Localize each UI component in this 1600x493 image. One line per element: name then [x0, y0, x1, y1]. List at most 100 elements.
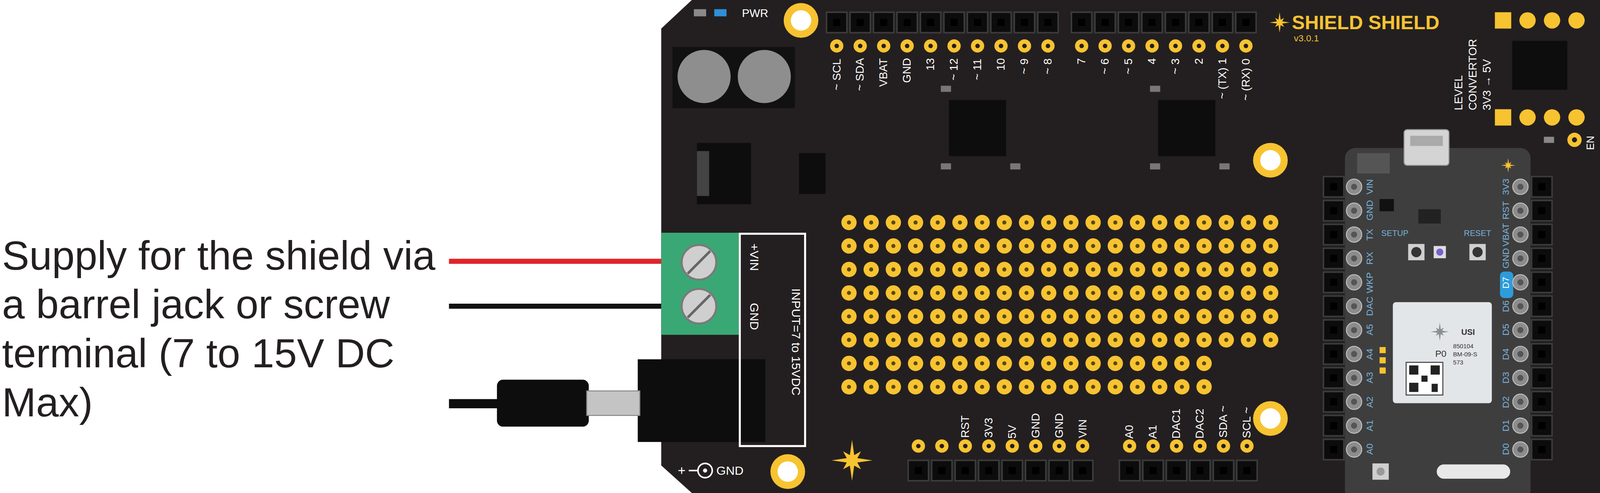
proto-pad [996, 214, 1013, 231]
input-label: GND [748, 302, 761, 330]
socket-hole [1330, 230, 1338, 239]
pad-hole [1202, 337, 1207, 342]
pad-hole [869, 384, 874, 389]
proto-pad [841, 261, 857, 278]
header-socket [1189, 459, 1210, 480]
proto-pad [907, 261, 924, 278]
proto-pad [996, 331, 1013, 348]
capacitor-base [672, 46, 795, 109]
pin-label: ~ 5 [1122, 58, 1135, 75]
proto-pad [1218, 261, 1234, 278]
pad-hole [869, 360, 874, 365]
proto-pad [1218, 331, 1234, 348]
photon-pin [1512, 441, 1529, 457]
photon-pin-label: A5 [1365, 324, 1376, 336]
pin-hole [1517, 422, 1524, 429]
proto-pad [1107, 331, 1124, 348]
pin-label: SCL ~ [1241, 406, 1253, 438]
photon-pin [1512, 250, 1529, 267]
proto-pad [1063, 355, 1079, 371]
header-pad [1145, 39, 1159, 53]
proto-pad [1196, 308, 1212, 325]
pad-hole [916, 443, 921, 448]
photon-pin [1346, 345, 1362, 362]
particle-star [1269, 12, 1290, 33]
qr-code [1409, 364, 1419, 375]
mounting-hole-center [790, 10, 811, 31]
converter-pad [1543, 108, 1560, 126]
pad-hole [846, 313, 852, 318]
socket-hole [1243, 466, 1251, 474]
proto-pad [1129, 261, 1146, 278]
pad-hole [1033, 443, 1038, 448]
pad-hole [913, 360, 918, 365]
pad-hole [957, 313, 963, 318]
proto-pad [930, 238, 946, 254]
pad-hole [1135, 243, 1140, 248]
pin-label: ~ 6 [1099, 58, 1111, 75]
header-socket [1119, 459, 1140, 480]
pad-hole [1024, 220, 1029, 225]
mounting-hole [1252, 400, 1288, 436]
socket-hole [1330, 326, 1338, 334]
proto-pad [841, 214, 857, 231]
pad-hole [1174, 443, 1179, 448]
proto-pad [885, 238, 902, 254]
proto-pad [974, 261, 990, 278]
module-text: P0 [1435, 349, 1447, 359]
header-pad [1216, 439, 1231, 453]
pad-hole [1197, 443, 1203, 448]
pad-hole [846, 384, 852, 389]
socket-hole [1538, 278, 1546, 286]
pad-hole [1246, 267, 1251, 272]
socket-hole [1538, 254, 1546, 263]
pad-hole [980, 220, 985, 225]
particle-star [1430, 322, 1449, 341]
module-text: 573 [1452, 358, 1464, 365]
proto-pad [885, 308, 902, 325]
pad-hole [935, 384, 940, 389]
photon-pin [1346, 202, 1362, 219]
pin-label: DAC2 [1194, 407, 1206, 438]
button-label: RESET [1463, 229, 1492, 238]
pad-hole [891, 267, 896, 272]
pad-hole [913, 267, 918, 272]
proto-pad [1018, 285, 1035, 301]
pad-hole [1002, 360, 1007, 365]
header-pad [1192, 39, 1206, 53]
socket-hole [1079, 466, 1087, 474]
pad-hole [1268, 267, 1273, 272]
qr-code [1421, 375, 1428, 382]
proto-pad [863, 378, 879, 395]
socket-hole [1538, 445, 1546, 453]
proto-pad [974, 355, 990, 371]
pad-hole [1179, 384, 1184, 389]
led-label: PWR [742, 7, 769, 20]
header-socket [1142, 459, 1163, 480]
proto-pad [1196, 378, 1212, 395]
pad-hole [980, 290, 985, 295]
header-socket [1323, 391, 1344, 412]
pad-hole [1135, 360, 1140, 365]
pad-hole [1157, 313, 1162, 318]
input-label: +VIN [748, 243, 761, 271]
proto-pad [841, 285, 857, 301]
header-socket [1531, 367, 1552, 388]
header-pad [911, 439, 926, 453]
screw-terminal [661, 232, 739, 335]
proto-pad [885, 261, 902, 278]
socket-hole [950, 19, 958, 27]
pad-hole [869, 337, 874, 342]
pad-hole [1179, 267, 1184, 272]
pin-hole [1350, 422, 1357, 429]
proto-pad [1063, 238, 1079, 254]
proto-pad [1262, 214, 1279, 231]
converter-pad [1519, 108, 1536, 126]
socket-hole [1032, 466, 1040, 474]
pad-hole [1056, 443, 1062, 448]
photon-pin-label: WKP [1365, 271, 1376, 293]
proto-pad [1107, 378, 1124, 395]
proto-pad [1262, 308, 1279, 325]
converter-pad [1519, 12, 1536, 29]
pin-hole [1350, 398, 1357, 405]
